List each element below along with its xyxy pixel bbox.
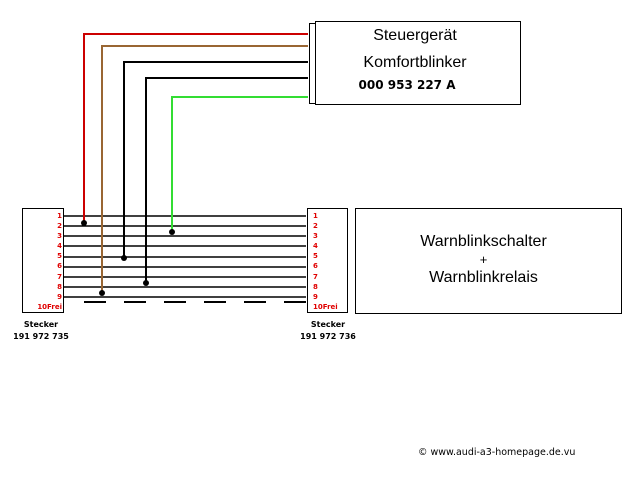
- left-connector-pins: 1 2 3 4 5 6 7 8 9 10Frei: [24, 211, 62, 312]
- right-pin-2: 2: [313, 222, 318, 231]
- left-pin-3: 3: [57, 232, 62, 241]
- control-unit-box: Steuergerät Komfortblinker 000 953 227 A: [315, 21, 521, 105]
- right-pin-9: 9: [313, 292, 318, 301]
- left-pin-2: 2: [57, 222, 62, 231]
- wire-red: [83, 33, 308, 222]
- right-pin-10: 10Frei: [313, 302, 338, 311]
- wire-black-2: [145, 77, 308, 283]
- junction-dot: [143, 280, 149, 286]
- left-pin-4: 4: [57, 242, 62, 251]
- left-connector-part-number: 191 972 735: [13, 332, 69, 341]
- left-pin-7: 7: [57, 272, 62, 281]
- junction-dot: [169, 229, 175, 235]
- left-connector-label: Stecker: [23, 320, 59, 329]
- right-pin-4: 4: [313, 242, 318, 251]
- control-unit-part-number: 000 953 227 A: [358, 78, 456, 92]
- left-pin-1: 1: [57, 212, 62, 220]
- junction-dot: [121, 255, 127, 261]
- wire-black-1: [123, 61, 308, 258]
- hazard-switch-label: Warnblinkschalter: [420, 233, 547, 250]
- right-pin-6: 6: [313, 262, 318, 271]
- hazard-relay-label: Warnblinkrelais: [429, 269, 538, 286]
- left-pin-10: 10Frei: [37, 302, 62, 311]
- control-unit-title: Steuergerät: [373, 27, 457, 44]
- right-pin-3: 3: [313, 232, 318, 241]
- wire-green: [171, 96, 308, 232]
- right-connector-label: Stecker: [310, 320, 346, 329]
- left-pin-8: 8: [57, 282, 62, 291]
- right-pin-5: 5: [313, 252, 318, 261]
- right-pin-7: 7: [313, 272, 318, 281]
- junction-dot: [81, 220, 87, 226]
- wire-brown: [101, 45, 308, 293]
- right-connector-box: [307, 208, 348, 313]
- left-pin-9: 9: [57, 292, 62, 301]
- right-connector-pins: 1 2 3 4 5 6 7 8 9 10Frei: [313, 211, 347, 312]
- right-pin-1: 1: [313, 212, 318, 220]
- left-pin-5: 5: [57, 252, 62, 261]
- junction-dot: [99, 290, 105, 296]
- hazard-unit-box: Warnblinkschalter + Warnblinkrelais: [355, 208, 622, 314]
- left-pin-6: 6: [57, 262, 62, 271]
- right-pin-8: 8: [313, 282, 318, 291]
- copyright-text: © www.audi-a3-homepage.de.vu: [418, 447, 576, 458]
- left-connector-box: [22, 208, 64, 313]
- control-unit-subtitle: Komfortblinker: [363, 54, 467, 71]
- hazard-plus-sign: +: [479, 252, 488, 267]
- right-connector-part-number: 191 972 736: [300, 332, 356, 341]
